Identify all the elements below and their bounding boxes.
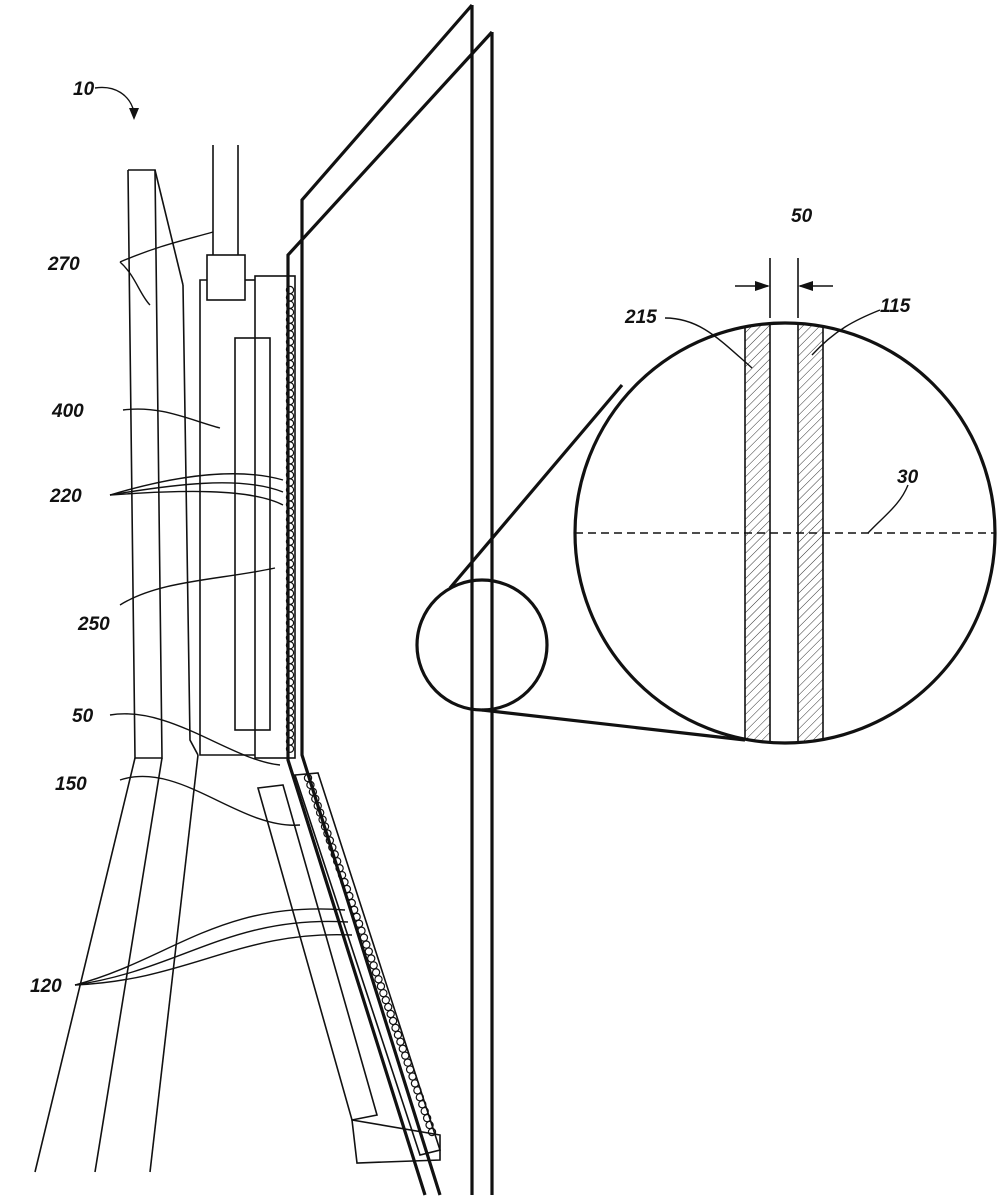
label-250: 250 [77,614,110,635]
bead [391,1023,400,1033]
bead [285,744,295,754]
leader-lines [74,86,909,986]
member-150 [256,772,442,1164]
bead [359,933,369,942]
bead [384,1002,393,1012]
label-220: 220 [49,486,82,507]
bead [410,1079,420,1088]
bead [376,982,386,991]
bead [369,961,378,970]
bead [393,1030,403,1040]
detail-magnifier [415,258,997,745]
label-50-detail: 50 [791,206,813,227]
label-115: 115 [880,296,911,317]
bead [405,1065,415,1074]
detail-source-circle [415,578,549,712]
bead [396,1037,405,1046]
bead [367,954,376,963]
sheet-115 [797,323,824,743]
reference-labels: 10 270 400 220 250 50 150 120 50 215 115… [30,79,919,997]
label-215: 215 [624,307,657,328]
label-50: 50 [72,706,94,727]
label-400: 400 [51,401,84,422]
bead [381,995,391,1005]
label-270: 270 [47,254,80,275]
bead [398,1044,408,1053]
bead [403,1058,412,1067]
bead [364,947,373,956]
bead [408,1072,417,1081]
frame-400 [199,145,296,759]
sheet-215 [744,323,771,743]
label-10: 10 [73,79,95,100]
bead [427,1127,437,1137]
bead [357,926,366,935]
glass-sheets [286,3,494,1196]
outer-panel [34,169,199,1173]
label-30: 30 [897,467,919,488]
bead-chain [285,285,437,1137]
bead [379,988,388,998]
bead [386,1009,395,1019]
bead [362,940,371,949]
bead [401,1051,410,1060]
bead [374,975,383,984]
label-150: 150 [55,774,87,795]
label-120: 120 [30,976,62,997]
bead [388,1016,398,1026]
bead [371,968,381,977]
